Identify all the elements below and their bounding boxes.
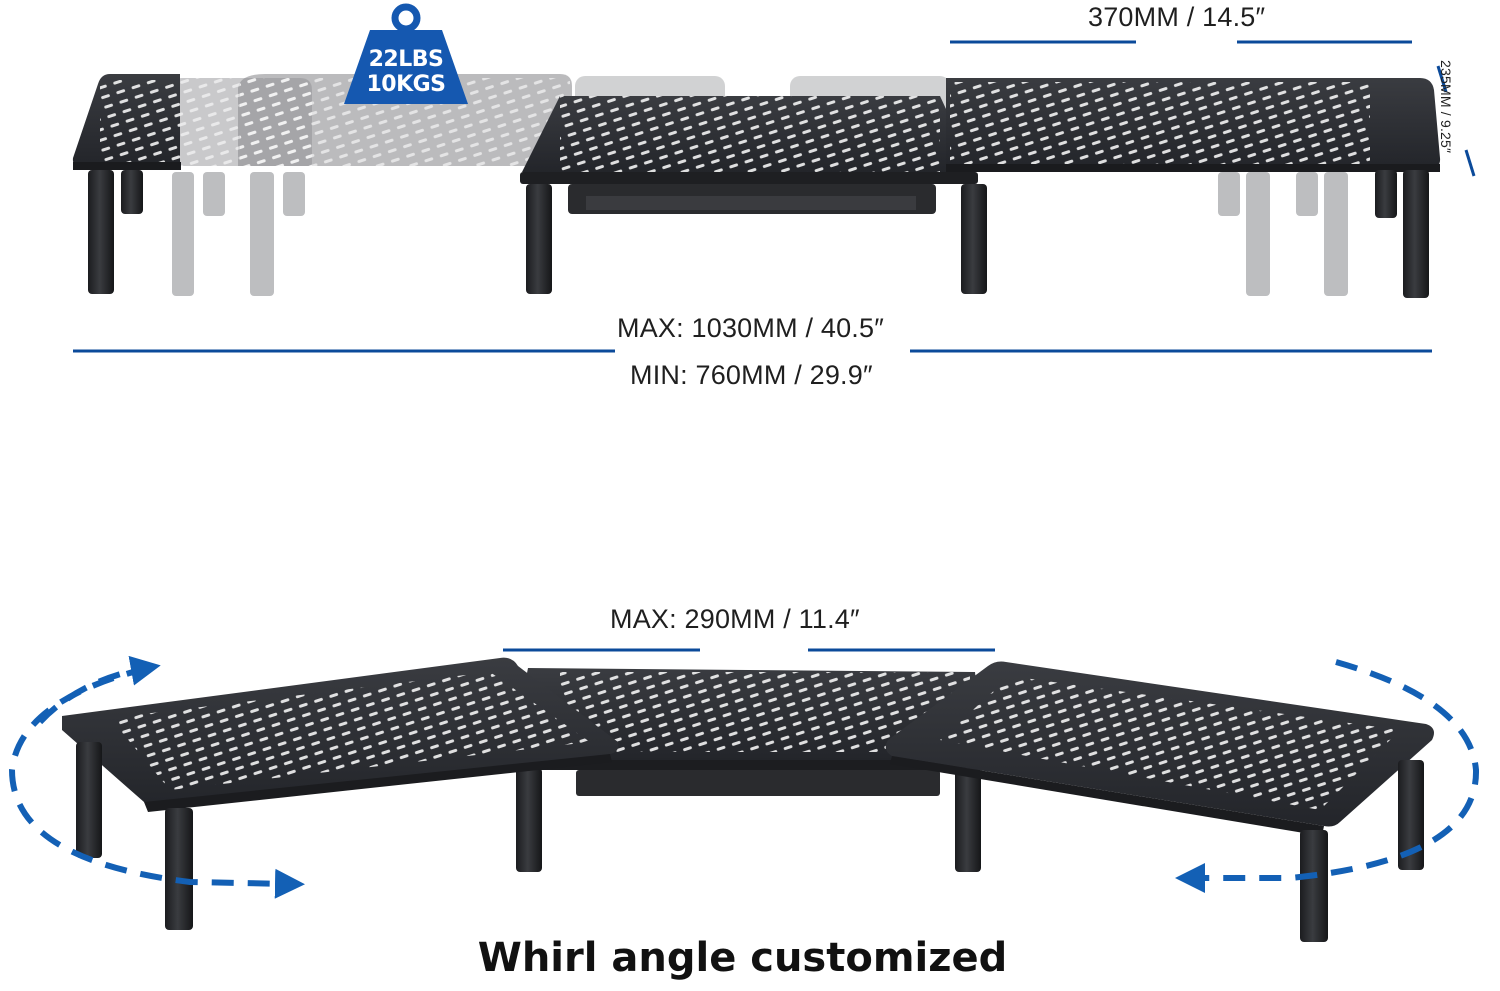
max-width-label: MAX: 1030MM / 40.5″ [617, 313, 884, 343]
stand-swivel-view [8, 648, 1480, 942]
rotate-arrow-left-icon [8, 655, 305, 899]
dimension-lines [73, 40, 1476, 353]
rotate-arrow-right-icon [1175, 659, 1480, 893]
weight-badge-icon [344, 3, 468, 104]
weight-lbs: 22LBS [368, 47, 444, 72]
depth-label: 235MM / 9.25″ [1438, 60, 1454, 154]
top-width-label: 370MM / 14.5″ [1088, 2, 1266, 32]
stand-top-view [72, 40, 1476, 353]
solid-legs-top [88, 170, 1429, 298]
min-width-label: MIN: 760MM / 29.9″ [630, 360, 873, 390]
weight-capacity-badge: 22LBS 10KGS [347, 0, 465, 110]
swivel-width-label: MAX: 290MM / 11.4″ [610, 604, 860, 634]
weight-kgs: 10KGS [366, 72, 446, 97]
caption: Whirl angle customized [477, 935, 1008, 981]
ghost-legs [172, 172, 1348, 296]
center-riser [520, 96, 978, 214]
